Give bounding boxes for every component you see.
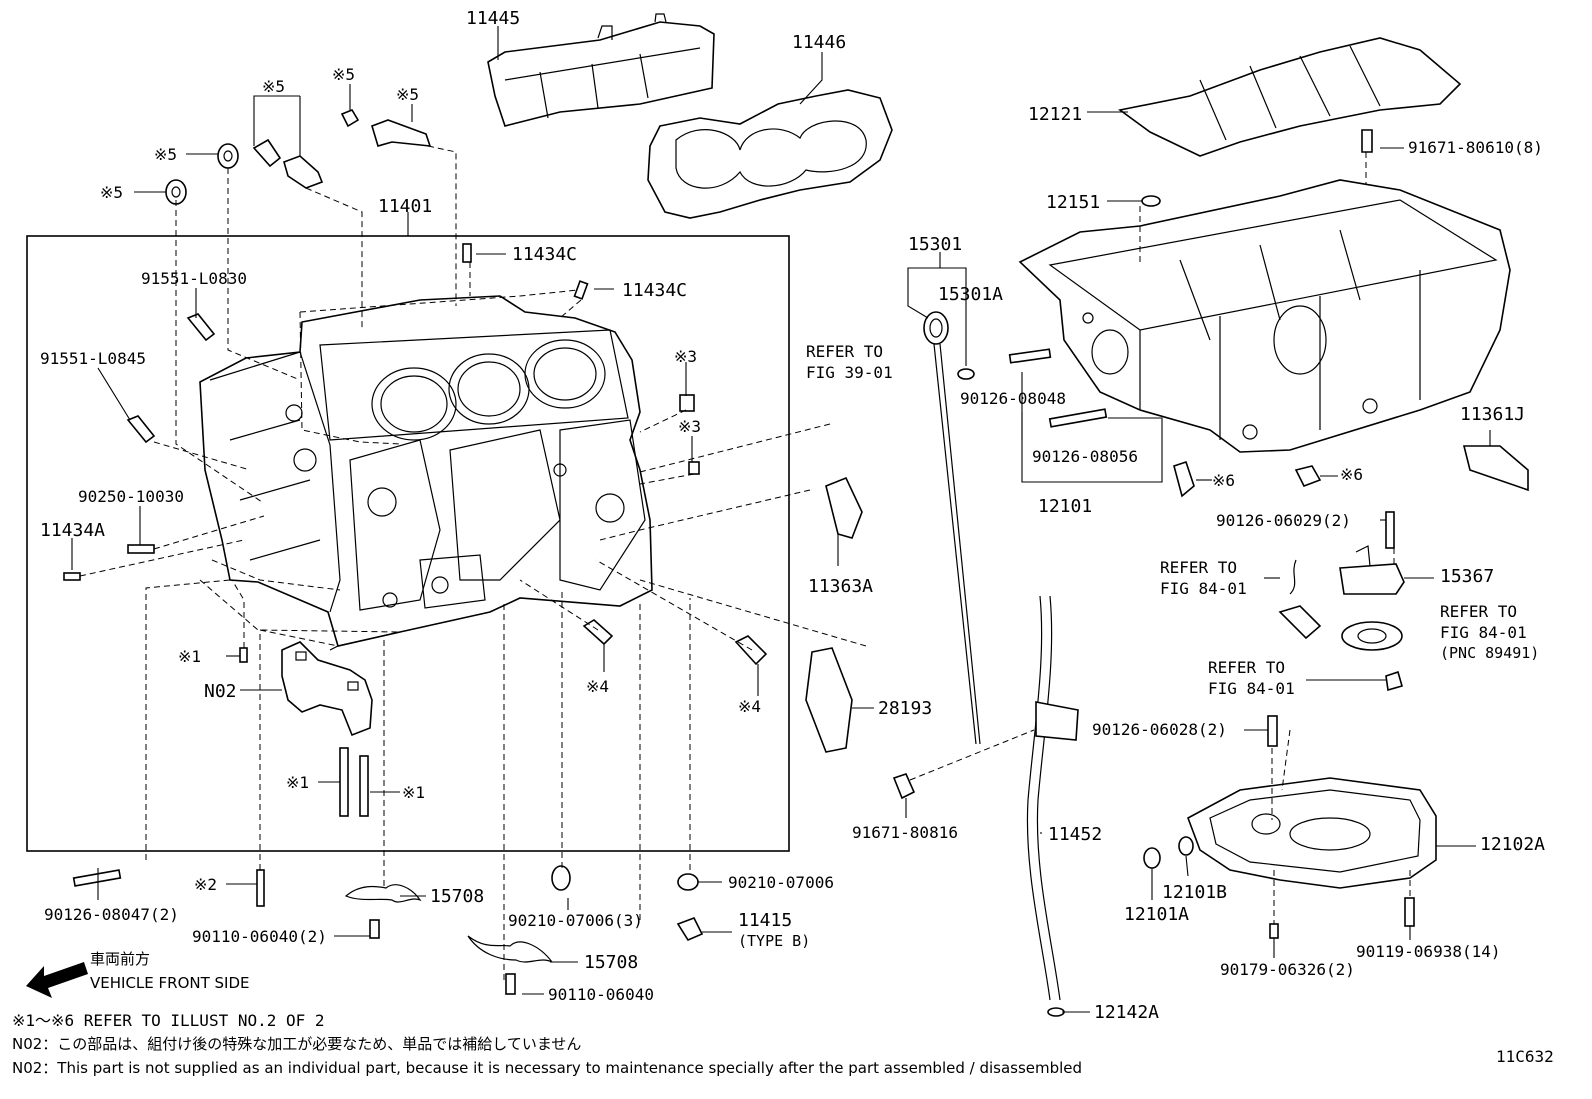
label-11363A[interactable]: 11363A [808,576,873,597]
label-11434A[interactable]: 11434A [40,520,105,541]
label-90110-06040-2[interactable]: 90110-06040(2) [192,927,327,946]
label-15708-upper[interactable]: 15708 [430,886,484,907]
label-90250-10030[interactable]: 90250-10030 [78,487,184,506]
label-90126-08047[interactable]: 90126-08047(2) [44,905,179,924]
label-15708-lower[interactable]: 15708 [584,952,638,973]
label-90126-08048[interactable]: 90126-08048 [960,389,1066,408]
oil-pan-upper-12101 [1018,179,1511,453]
label-11415-type-b: (TYPE B) [738,932,810,950]
label-91551-L0830[interactable]: 91551-L0830 [141,269,247,288]
vehicle-front-arrow: 車両前方 VEHICLE FRONT SIDE [26,950,250,998]
label-91551-L0845[interactable]: 91551-L0845 [40,349,146,368]
label-12151[interactable]: 12151 [1046,192,1100,213]
note-n02-en: N02：This part is not supplied as an indi… [12,1059,1082,1077]
label-12101B[interactable]: 12101B [1162,882,1227,903]
label-11445[interactable]: 11445 [466,8,520,29]
insulator-11446 [647,89,893,219]
figure-code: 11C632 [1496,1047,1554,1066]
label-90119-06938[interactable]: 90119-06938(14) [1356,942,1501,961]
label-12101A[interactable]: 12101A [1124,904,1189,925]
label-15301A[interactable]: 15301A [938,284,1003,305]
label-11452[interactable]: 11452 [1048,824,1102,845]
bearing-cap-n02 [281,641,373,737]
label-90110-06040[interactable]: 90110-06040 [548,985,654,1004]
label-91671-80816[interactable]: 91671-80816 [852,823,958,842]
mark-5-b: ※5 [332,65,355,84]
small-parts-left [63,109,916,942]
mark-6-a: ※6 [1212,471,1235,490]
label-11434C-upper[interactable]: 11434C [512,244,577,265]
part-labels: 11445 11446 12121 91671-80610(8) 12151 1… [40,8,1545,1023]
label-90126-06029[interactable]: 90126-06029(2) [1216,511,1351,530]
front-label-en: VEHICLE FRONT SIDE [90,974,250,992]
oil-pan-lower-12102A [1187,777,1437,889]
label-12102A[interactable]: 12102A [1480,834,1545,855]
mark-2: ※2 [194,875,217,894]
label-11434C-lower[interactable]: 11434C [622,280,687,301]
mark-1-a: ※1 [178,647,201,666]
alignment-lines [79,145,1411,980]
small-parts-right [1143,129,1529,939]
note-n02-jp: N02：この部品は、組付け後の特殊な加工が必要なため、単品では補給していません [12,1035,581,1053]
mark-6-b: ※6 [1340,465,1363,484]
mark-4-b: ※4 [738,697,761,716]
oil-level-gauge-15301 [923,311,981,745]
mark-1-b: ※1 [286,773,309,792]
mark-4-a: ※4 [586,677,609,696]
label-90179-06326[interactable]: 90179-06326(2) [1220,960,1355,979]
mark-5-e: ※5 [100,183,123,202]
label-11446[interactable]: 11446 [792,32,846,53]
label-90210-07006-3[interactable]: 90210-07006(3) [508,911,643,930]
mark-1-c: ※1 [402,783,425,802]
label-11415[interactable]: 11415 [738,910,792,931]
mark-5-c: ※5 [396,85,419,104]
label-12121[interactable]: 12121 [1028,104,1082,125]
label-90126-06028[interactable]: 90126-06028(2) [1092,720,1227,739]
front-label-jp: 車両前方 [90,950,150,968]
label-28193[interactable]: 28193 [878,698,932,719]
label-n02[interactable]: N02 [204,681,237,702]
label-15367[interactable]: 15367 [1440,566,1494,587]
baffle-plate-12121 [1118,37,1462,157]
leader-lines [71,26,1491,1013]
mark-5-d: ※5 [154,145,177,164]
label-90210-07006[interactable]: 90210-07006 [728,873,834,892]
mark-3-b: ※3 [678,417,701,436]
o-ring-12151 [1141,195,1161,207]
mark-3-a: ※3 [674,347,697,366]
note-refer-illust: ※1～※6 REFER TO ILLUST NO.2 OF 2 [12,1011,325,1030]
front-arrow-icon [26,962,88,998]
label-12101[interactable]: 12101 [1038,496,1092,517]
label-12142A[interactable]: 12142A [1094,1002,1159,1023]
label-90126-08056[interactable]: 90126-08056 [1032,447,1138,466]
footnotes: ※1～※6 REFER TO ILLUST NO.2 OF 2 N02：この部品… [12,1011,1554,1077]
cylinder-block [199,295,653,651]
label-11401[interactable]: 11401 [378,196,432,217]
label-91671-80610[interactable]: 91671-80610(8) [1408,138,1543,157]
mark-5-a: ※5 [262,77,285,96]
label-15301[interactable]: 15301 [908,234,962,255]
label-11361J[interactable]: 11361J [1460,404,1525,425]
cover-11445 [487,13,715,127]
gauge-guide-11452 [1026,595,1079,1017]
